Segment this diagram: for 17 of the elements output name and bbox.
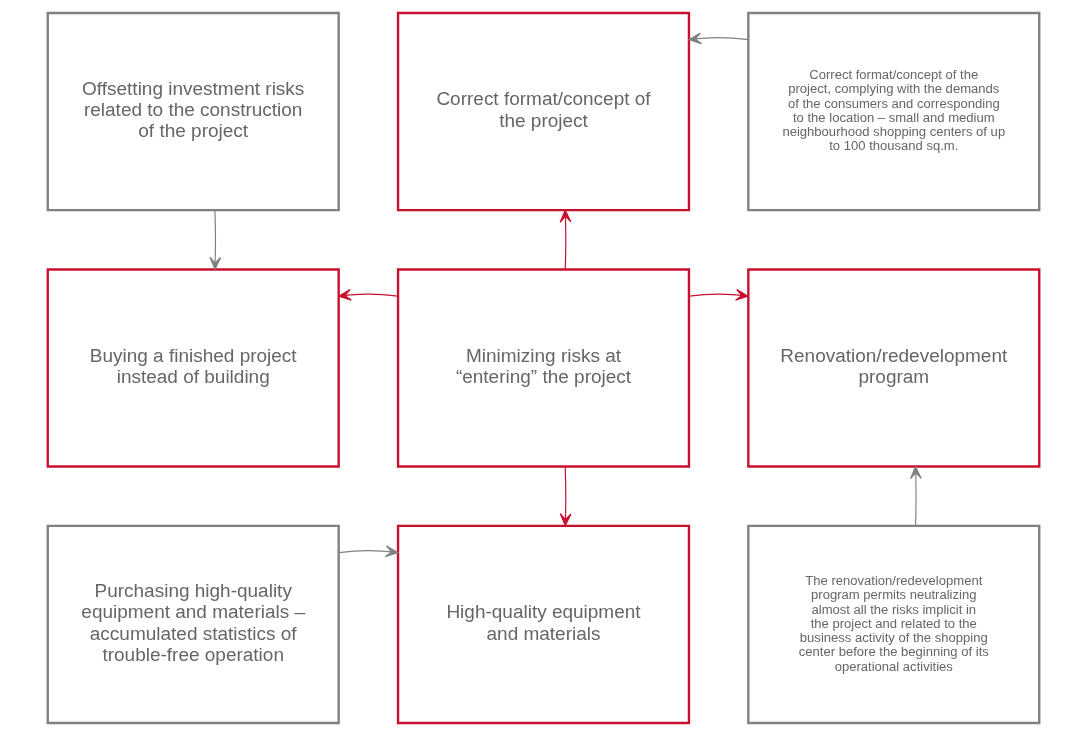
node-box: Offsetting investment risks related to the construction of the project: [46, 11, 340, 212]
node-box: Buying a finished project instead of building: [46, 268, 340, 468]
node-box: Correct format/concept of the project: [396, 11, 691, 212]
arrow: [688, 32, 749, 45]
arrow: [559, 209, 572, 270]
node-box: Purchasing high-quality equipment and materials – accumulated statistics of trouble-free operation: [46, 524, 340, 725]
node-box: Renovation/redevelopment program: [747, 268, 1041, 468]
arrow: [338, 545, 399, 558]
node-box: The renovation/redevelopment program permits neutralizing almost all the risks implicit in the project and related to the business activity of the shopping center before the beginning of its operational activities: [747, 524, 1041, 725]
arrow: [338, 288, 399, 301]
node-box: Minimizing risks at “entering” the project: [396, 268, 691, 468]
arrow: [209, 209, 222, 270]
arrow: [688, 288, 749, 301]
arrow: [909, 466, 922, 527]
node-box: Correct format/concept of the project, complying with the demands of the consumers and corresponding to the location – small and medium neighbourhood shopping centers of up to 100 thousand sq.m.: [747, 11, 1041, 212]
node-box: High-quality equipment and materials: [396, 524, 691, 725]
arrow: [559, 466, 572, 527]
